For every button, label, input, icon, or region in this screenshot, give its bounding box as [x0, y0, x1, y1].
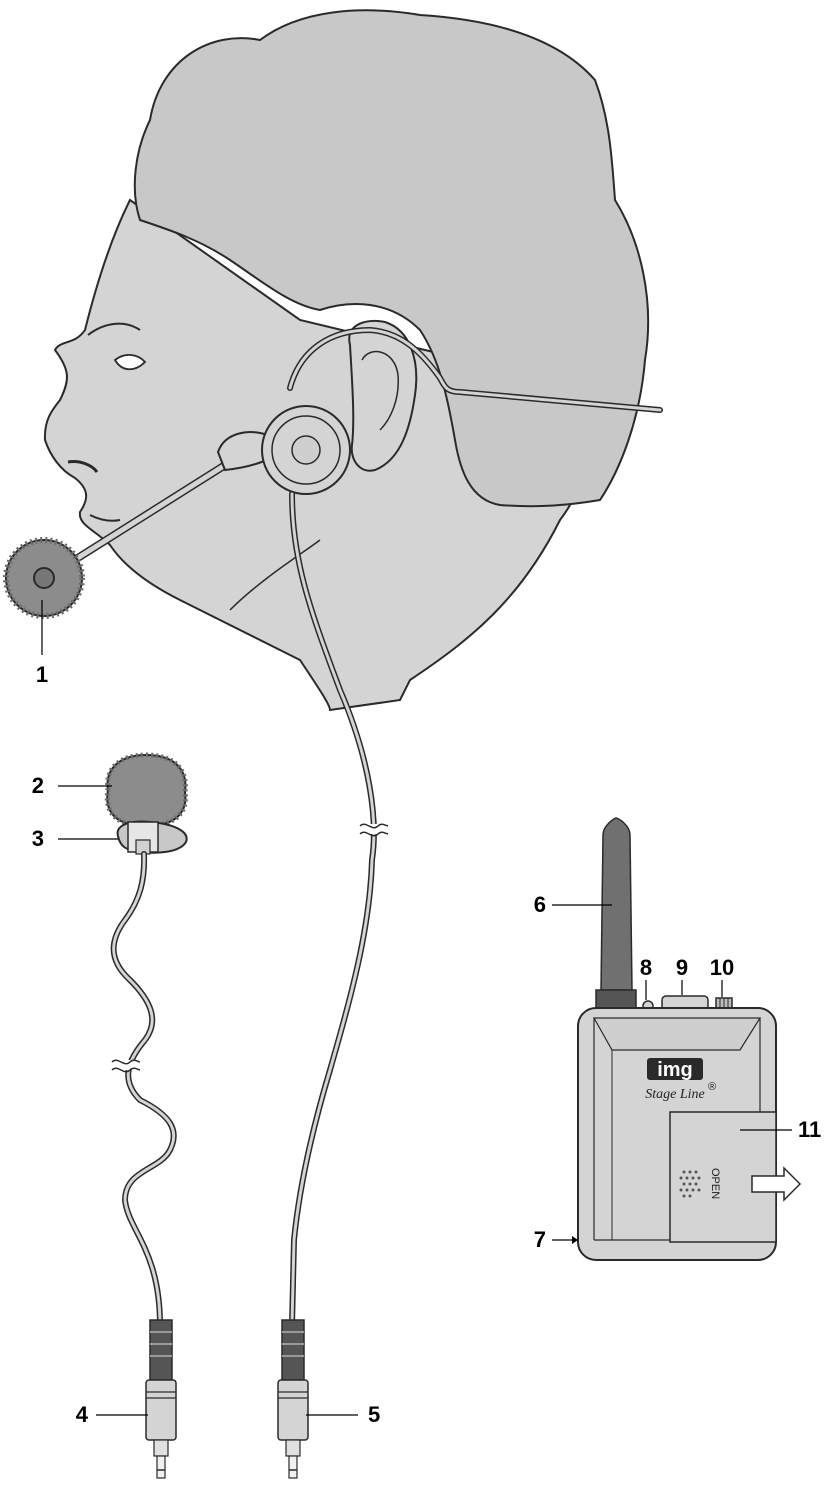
- callout-label-7: 7: [534, 1227, 546, 1252]
- callout-label-9: 9: [676, 955, 688, 980]
- callout-label-4: 4: [76, 1402, 89, 1427]
- callout-label-3: 3: [32, 826, 44, 851]
- logo-text: img: [657, 1059, 693, 1081]
- headset-plug: [278, 1320, 308, 1478]
- lavalier-microphone: [107, 755, 186, 1478]
- callout-label-1: 1: [36, 662, 48, 687]
- cable-break-mark: [360, 824, 388, 836]
- callout-label-6: 6: [534, 892, 546, 917]
- callout-2: 2: [32, 773, 112, 798]
- callout-label-5: 5: [368, 1402, 380, 1427]
- bodypack-transmitter: img Stage Line ® OPEN: [578, 818, 800, 1260]
- callout-9: 9: [676, 955, 688, 995]
- callout-10: 10: [710, 955, 734, 997]
- callout-label-2: 2: [32, 773, 44, 798]
- callout-3: 3: [32, 826, 118, 851]
- callout-label-8: 8: [640, 955, 652, 980]
- callout-7: 7: [534, 1227, 578, 1252]
- lavalier-windscreen: [107, 755, 185, 826]
- callout-5: 5: [306, 1402, 380, 1427]
- cable-break-mark: [112, 1060, 140, 1072]
- lavalier-plug: [146, 1320, 176, 1478]
- open-label: OPEN: [709, 1168, 721, 1199]
- callout-4: 4: [76, 1402, 148, 1427]
- callout-8: 8: [640, 955, 652, 1000]
- callout-label-11: 11: [798, 1117, 821, 1142]
- registered-mark: ®: [708, 1081, 716, 1093]
- brand-text: Stage Line: [645, 1087, 705, 1102]
- head-profile-illustration: [45, 10, 648, 710]
- antenna: [601, 818, 632, 990]
- callout-6: 6: [534, 892, 612, 917]
- callout-label-10: 10: [710, 955, 734, 980]
